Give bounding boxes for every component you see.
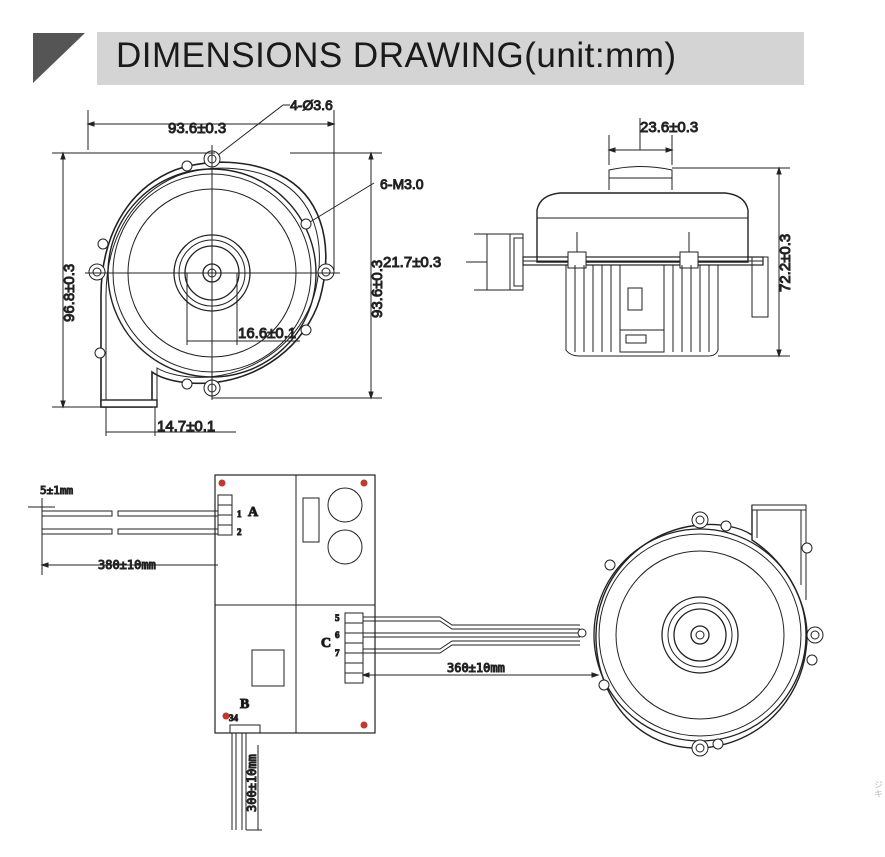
page-title: DIMENSIONS DRAWING(unit:mm)	[116, 36, 677, 75]
watermark-text: ジキ	[873, 780, 883, 798]
motor-fins	[574, 265, 710, 352]
strip-length-label: 5±1mm	[40, 484, 73, 497]
header-band	[97, 32, 804, 85]
holes-label: 4-Ø3.6	[290, 97, 333, 113]
body-height-label: 93.6±0.3	[369, 260, 386, 318]
lead-wires-b	[231, 733, 262, 831]
lead-b-length-label: 300±10mm	[245, 754, 259, 812]
inlet-height-label: 21.7±0.3	[383, 254, 441, 271]
screws-label: 6-M3.0	[380, 176, 424, 192]
front-width-label: 93.6±0.3	[168, 120, 226, 137]
lead-wires-a	[28, 498, 219, 575]
mounting-ears	[88, 150, 335, 397]
connector-a-label: A	[248, 505, 259, 520]
outlet-label: 14.7±0.1	[157, 418, 215, 435]
hub-label: 16.6±0.1	[238, 325, 296, 342]
connector-c-label: C	[321, 636, 331, 651]
front-view	[52, 104, 382, 436]
side-view	[466, 118, 790, 358]
lead-a-length-label: 380±10mm	[98, 558, 156, 572]
lead-c-length-label: 360±10mm	[447, 661, 505, 675]
pin-34-label: 34	[229, 713, 239, 723]
blower-top-view	[593, 504, 824, 757]
connector-b-label: B	[240, 697, 249, 712]
total-height-label: 72.2±0.3	[777, 234, 794, 292]
pin-1-label: 1	[237, 509, 242, 519]
pin-2-label: 2	[237, 527, 242, 537]
lead-wires-c	[361, 616, 600, 678]
controller-board	[214, 474, 376, 734]
pin-7-label: 7	[335, 648, 340, 658]
pin-6-label: 6	[335, 630, 340, 640]
overall-height-label: 96.8±0.3	[61, 264, 78, 322]
side-top-width-label: 23.6±0.3	[640, 119, 698, 136]
pin-5-label: 5	[335, 613, 340, 623]
